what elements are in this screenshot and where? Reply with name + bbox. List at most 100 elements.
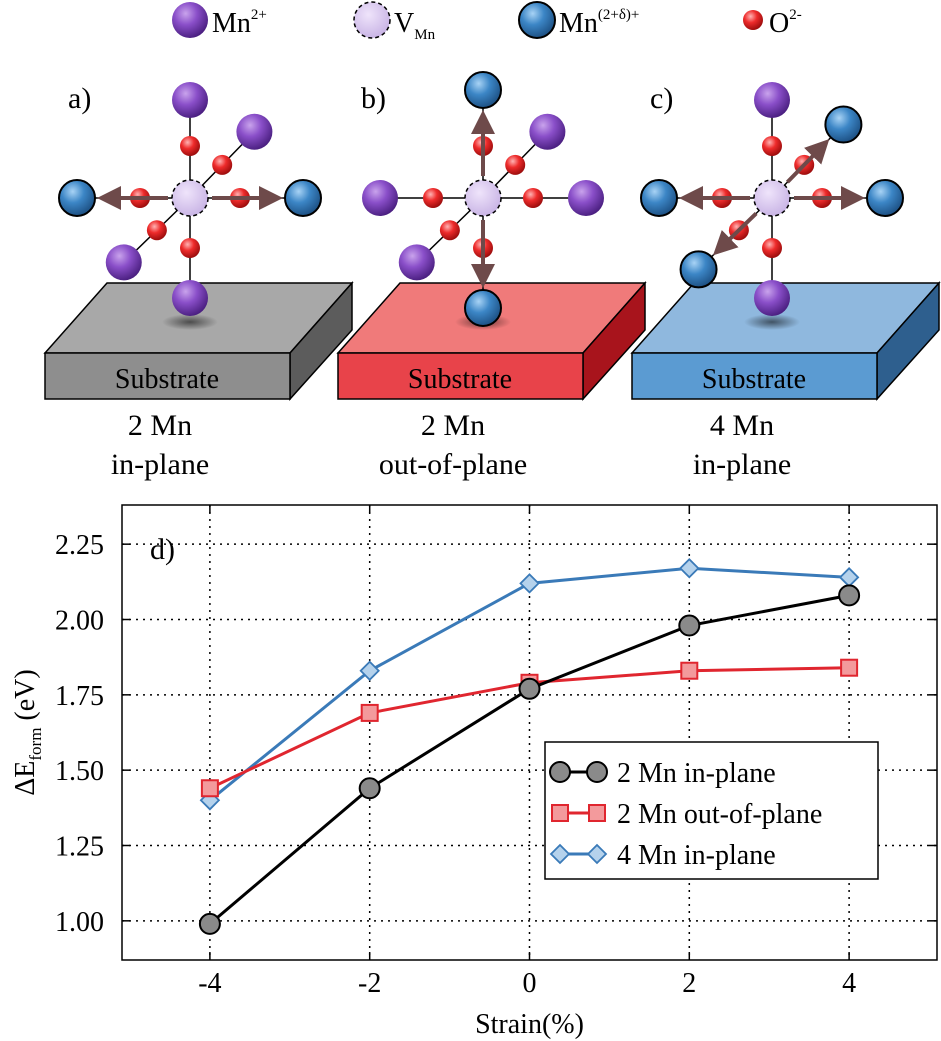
y-tick-label: 2.00 (55, 606, 104, 637)
legend-label-text: Mn (559, 8, 598, 39)
y-tick-label: 1.75 (55, 681, 104, 712)
y-tick-labels: 1.001.251.501.752.002.25 (55, 530, 104, 938)
legend-label-sup: 2- (789, 7, 802, 23)
oxygen-back (212, 154, 233, 175)
mnd-icon (518, 1, 556, 39)
oxygen-front (146, 220, 167, 241)
panel-2: Substrate b) 2 Mn out-of-plane (336, 71, 647, 481)
legend-marker (588, 804, 606, 822)
oxygen-right (523, 188, 543, 208)
legend-label-sup: (2+δ)+ (598, 7, 639, 23)
y-tick-label: 2.25 (55, 530, 104, 561)
panel-caption-line1: 4 Mn (710, 409, 774, 442)
panel-caption-line1: 2 Mn (421, 409, 485, 442)
substrate-front (631, 352, 878, 400)
x-axis-label: Strain(%) (475, 1009, 584, 1040)
legend-marker (549, 761, 571, 783)
data-point (838, 567, 860, 588)
panel-caption-line2: in-plane (111, 448, 209, 481)
atom-shadow (162, 314, 218, 330)
legend-marker (586, 843, 608, 865)
vacancy-center (171, 179, 209, 217)
oxygen-up (180, 136, 200, 156)
data-point (840, 658, 859, 677)
legend-label-sup: 2+ (251, 7, 267, 23)
data-point (198, 912, 221, 935)
legend-label-text: V (394, 8, 414, 39)
y-axis-label-main: ΔE (10, 761, 41, 796)
x-tick-label: 4 (842, 968, 856, 999)
panel-label-d: d) (150, 533, 175, 566)
mn2-atom-up (172, 82, 208, 118)
atom-shadow (744, 314, 800, 330)
mn2-atom-left (362, 180, 398, 216)
legend-label-mnd: Mn(2+δ)+ (559, 7, 639, 39)
data-point (358, 777, 381, 800)
displacement-arrow-back (785, 138, 830, 184)
legend-label-sub: Mn (414, 27, 435, 43)
oxygen-up (762, 136, 782, 156)
x-tick-label: -4 (198, 968, 221, 999)
legend-entry-0: 2 Mn in-plane (549, 758, 776, 789)
mn-d-atom-down (464, 289, 502, 327)
panel-caption-line1: 2 Mn (128, 409, 192, 442)
substrate-label: Substrate (115, 364, 219, 395)
data-point (200, 779, 219, 798)
data-point (359, 660, 380, 682)
oxygen-down (762, 238, 782, 258)
crystal-panels: Substrate a) 2 Mn in-plane Substrate b) 2 Mn ou… (43, 71, 941, 481)
legend-label: 2 Mn out-of-plane (617, 799, 822, 830)
legend-entry-1: 2 Mn out-of-plane (551, 799, 822, 830)
data-point (838, 584, 861, 607)
mn2-atom-right (568, 180, 604, 216)
legend-label-oxy: O2- (769, 7, 802, 39)
legend-entry-2: 4 Mn in-plane (549, 840, 776, 871)
y-tick-label: 1.00 (55, 907, 104, 938)
mn-d-atom-up (464, 71, 502, 109)
legend-label: 2 Mn in-plane (617, 758, 776, 789)
panel-tag: a) (68, 82, 91, 115)
mn2-icon (172, 2, 208, 38)
legend-label-text: Mn (212, 8, 251, 39)
mn-d-atom-right (866, 179, 904, 217)
y-tick-label: 1.50 (55, 756, 104, 787)
panel-tag: b) (361, 82, 386, 115)
legend-marker (549, 843, 571, 865)
legend-label-mn2: Mn2+ (212, 7, 267, 39)
substrate-label: Substrate (702, 364, 806, 395)
data-point (360, 703, 379, 722)
vac-icon (353, 1, 391, 39)
legend-label-text: O (769, 8, 789, 39)
mn2-atom-back (529, 113, 566, 150)
data-series (198, 558, 861, 935)
oxygen-back (505, 154, 526, 175)
vacancy-center (753, 179, 791, 217)
mn2-atom-up (754, 82, 790, 118)
legend-item-vac: VMn (353, 1, 436, 43)
substrate-label: Substrate (408, 364, 512, 395)
legend-label-vac: VMn (394, 8, 436, 43)
panel-caption-line2: out-of-plane (379, 448, 527, 481)
legend-item-mnd: Mn(2+δ)+ (518, 1, 639, 39)
mn2-atom-front (398, 244, 435, 281)
panel-caption-line2: in-plane (693, 448, 791, 481)
x-tick-label: 0 (523, 968, 537, 999)
mn-d-atom-back (824, 105, 863, 144)
data-point (680, 661, 699, 680)
legend-item-oxy: O2- (743, 7, 802, 39)
oxygen-down (180, 238, 200, 258)
series-2 (199, 558, 860, 811)
y-axis-label-unit: (eV) (10, 669, 41, 727)
substrate-front (44, 352, 291, 400)
data-point (518, 677, 541, 700)
legend-marker (586, 761, 608, 783)
mn-d-atom-left (640, 179, 678, 217)
mn-d-atom-front (679, 250, 718, 289)
oxy-icon (743, 10, 763, 30)
mn-d-atom-left (58, 179, 96, 217)
